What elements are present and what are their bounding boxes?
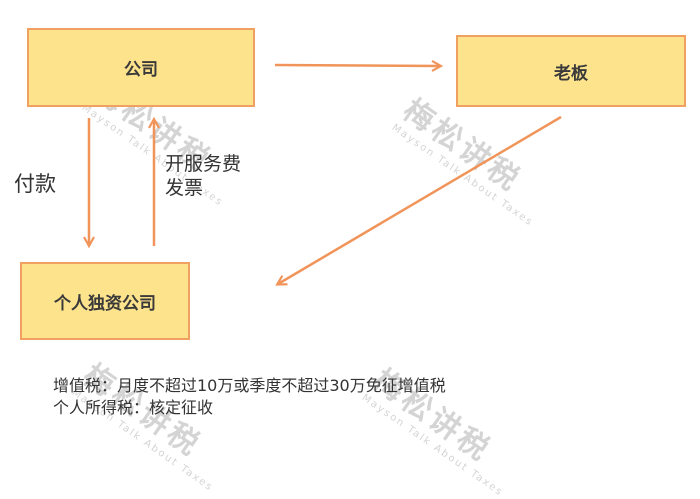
payment-label: 付款 (14, 172, 56, 196)
invoice-label: 开服务费发票 (165, 153, 242, 199)
node-sole-proprietorship: 个人独资公司 (20, 262, 190, 340)
note-income-tax: 个人所得税：核定征收 (53, 398, 214, 417)
note-vat: 增值税：月度不超过10万或季度不超过30万免征增值税 (53, 376, 446, 395)
arrows-layer (0, 0, 562, 450)
node-company-label: 公司 (124, 60, 158, 80)
notes: 增值税：月度不超过10万或季度不超过30万免征增值税 个人所得税：核定征收 (53, 375, 446, 419)
node-company: 公司 (27, 28, 255, 107)
arrow-company-to-boss (274, 65, 440, 66)
node-boss: 老板 (456, 35, 686, 107)
node-boss-label: 老板 (554, 63, 588, 84)
node-sole-label: 个人独资公司 (54, 293, 156, 314)
arrow-boss-to-sole (278, 115, 562, 284)
